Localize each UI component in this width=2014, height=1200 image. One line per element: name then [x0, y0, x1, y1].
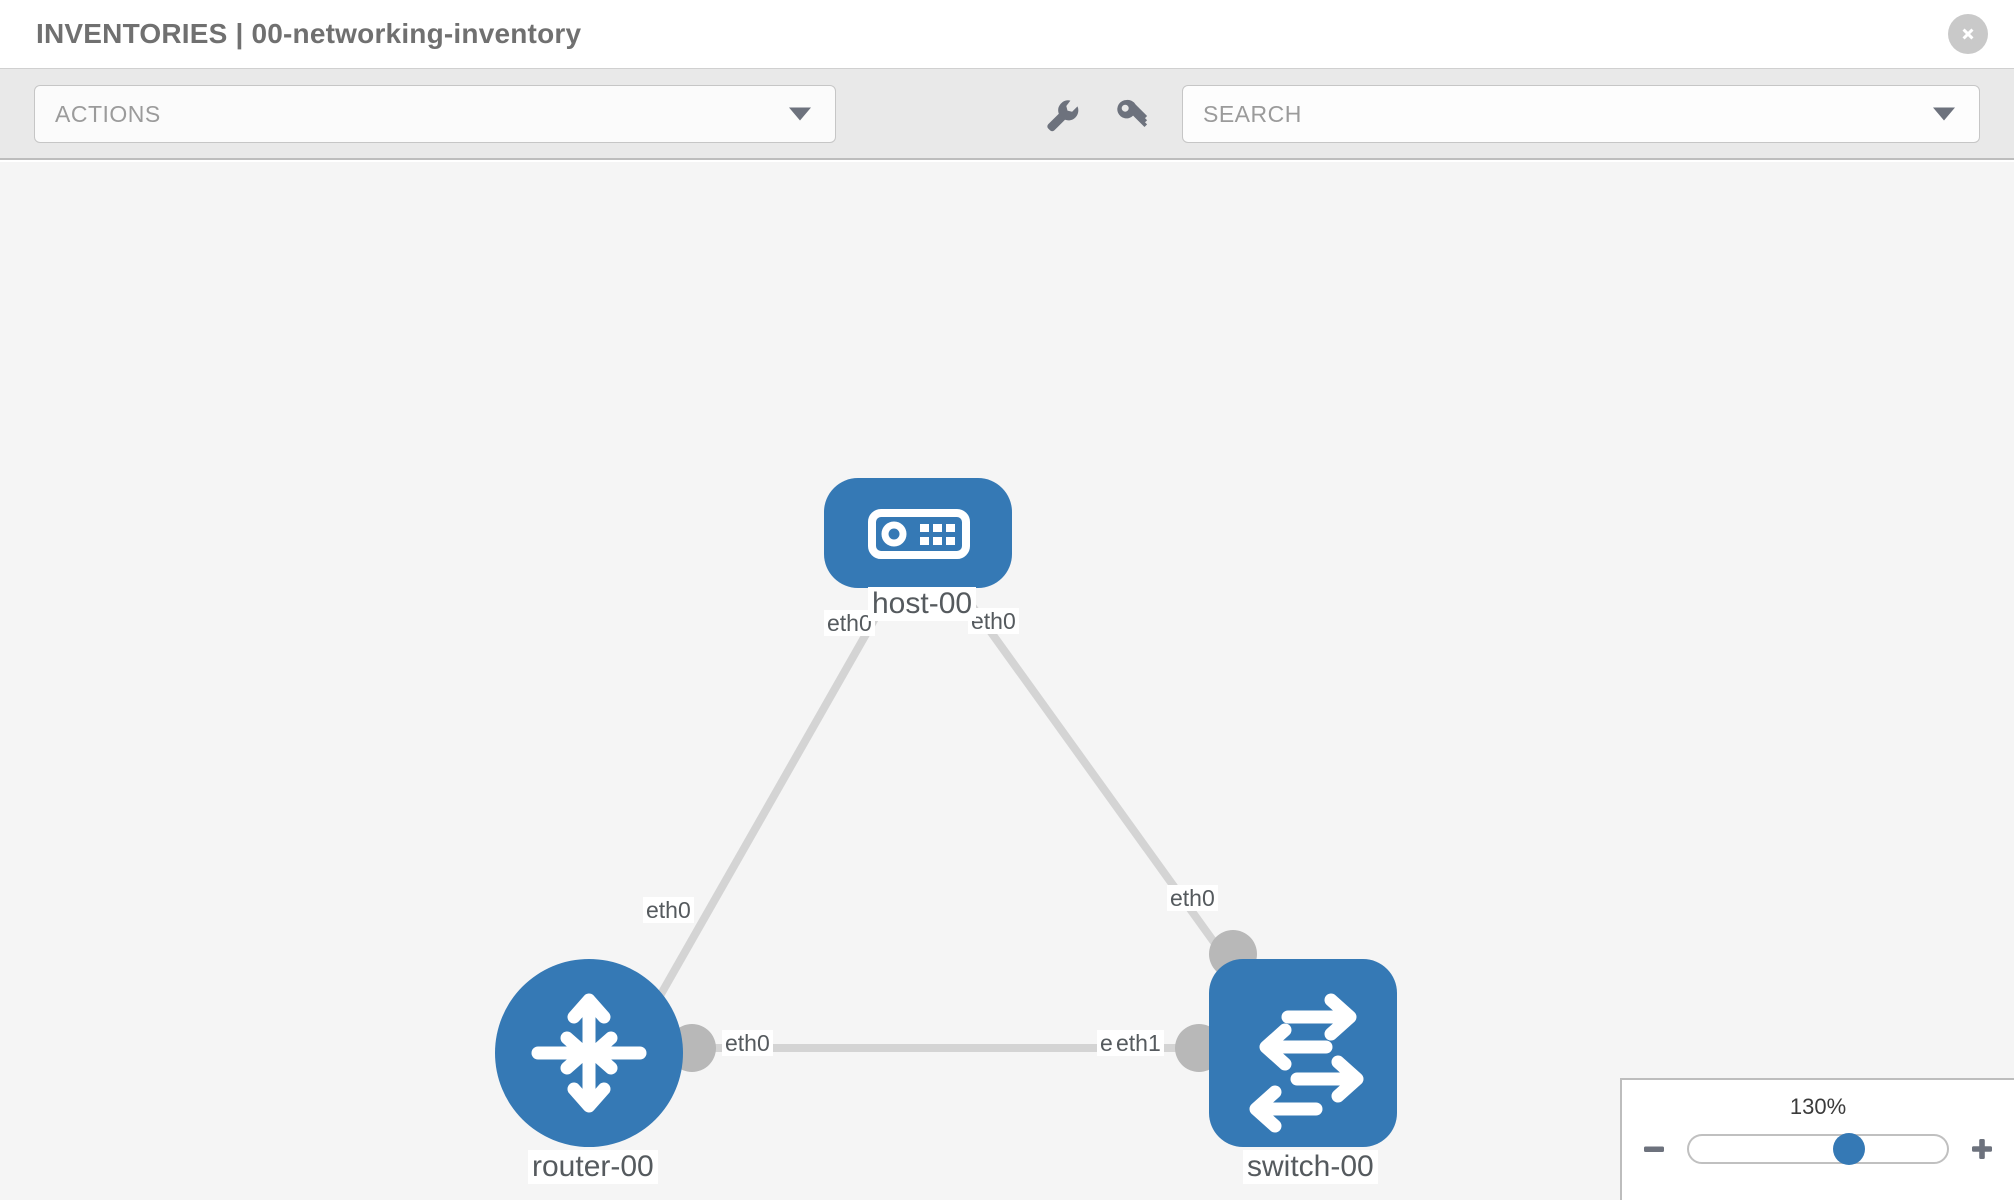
topology-graph [495, 478, 1397, 1147]
zoom-control-panel: 130% [1620, 1078, 2014, 1200]
search-input[interactable]: SEARCH [1182, 85, 1980, 143]
topology-ports [668, 556, 1257, 1072]
node-host-00 [824, 478, 1012, 588]
page-header: INVENTORIES | 00-networking-inventory [0, 0, 2014, 68]
plus-icon[interactable] [1965, 1132, 1999, 1166]
link-host-router [632, 576, 902, 1040]
page-title: INVENTORIES | 00-networking-inventory [36, 18, 582, 49]
zoom-slider-row [1622, 1132, 2014, 1166]
node-switch-00 [1209, 959, 1397, 1147]
toolbar: ACTIONS SEARCH [0, 68, 2014, 160]
search-placeholder: SEARCH [1203, 100, 1302, 127]
edge-label-router-right: eth0 [722, 1030, 773, 1057]
server-icon [868, 509, 970, 559]
key-icon[interactable] [1110, 91, 1156, 137]
node-router-00 [495, 959, 683, 1147]
wrench-icon[interactable] [1038, 91, 1084, 137]
actions-dropdown[interactable]: ACTIONS [34, 85, 836, 143]
edge-label-host-left: eth0 [824, 610, 875, 637]
chevron-down-icon [789, 107, 811, 121]
link-host-switch [948, 575, 1251, 991]
topology-links [632, 575, 1251, 1052]
minus-icon[interactable] [1637, 1132, 1671, 1166]
router-arrows-icon [531, 993, 647, 1113]
switch-arrows-icon [1249, 993, 1364, 1133]
actions-dropdown-label: ACTIONS [55, 100, 161, 127]
edge-label-host-right: eth0 [968, 608, 1019, 635]
edge-label-router-up: eth0 [643, 897, 694, 924]
zoom-slider-thumb[interactable] [1832, 1133, 1865, 1165]
chevron-down-icon [1933, 107, 1955, 121]
node-label-router-00[interactable]: router-00 [528, 1150, 658, 1184]
close-icon[interactable] [1948, 14, 1988, 54]
node-label-switch-00[interactable]: switch-00 [1243, 1150, 1378, 1184]
edge-label-switch-up: eth0 [1167, 885, 1218, 912]
topology-canvas[interactable]: eth0 eth0 eth0 eth0 eth0 et eth1 host-00… [0, 162, 2014, 1200]
zoom-slider[interactable] [1687, 1133, 1949, 1165]
edge-label-switch-left: eth1 [1113, 1030, 1164, 1057]
zoom-level-value: 130% [1789, 1094, 1847, 1119]
node-label-host-00[interactable]: host-00 [868, 587, 977, 621]
